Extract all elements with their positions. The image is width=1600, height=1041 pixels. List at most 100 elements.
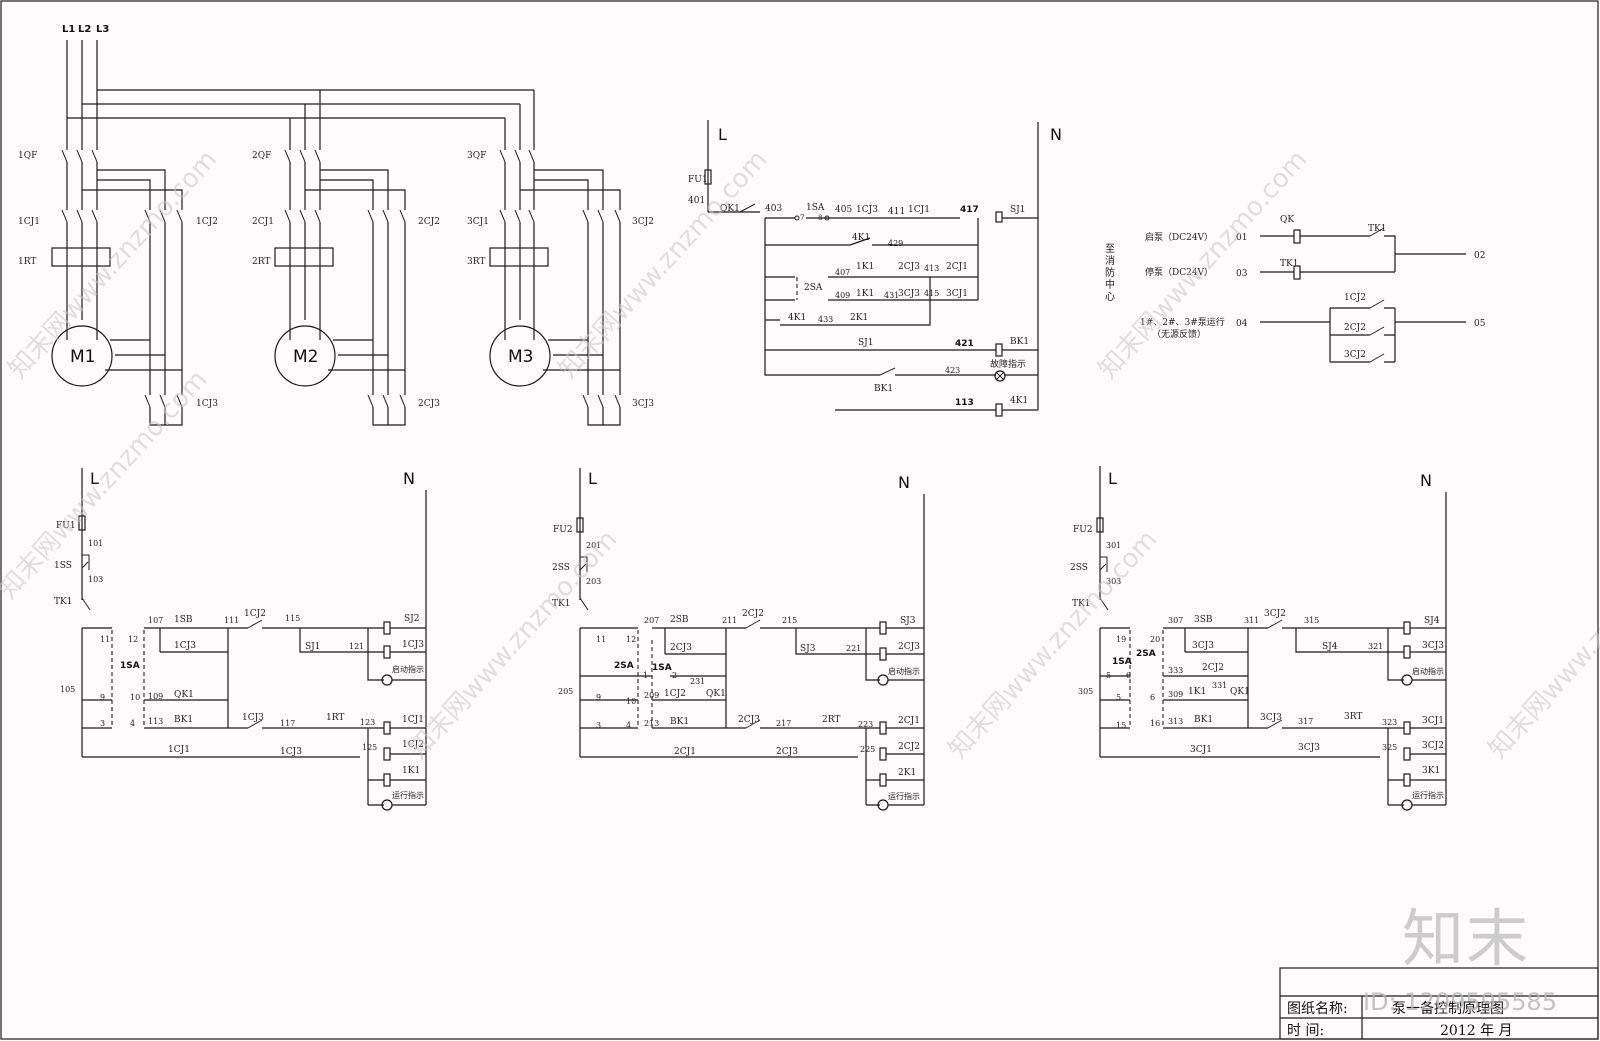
wire-433: 433 [818,315,833,324]
contactor-3cj3-label: 3CJ3 [632,399,654,409]
p3-qk1: QK1 [1230,687,1250,697]
vlabel-4: 心 [1105,291,1115,303]
p2-n4: 4 [626,721,631,730]
pump-control-2: L N FU2 201 2SS 203 TK1 205 11 12 2SA 1S… [552,468,925,811]
p3-n5: 5 [1106,671,1111,680]
p1-w125: 125 [362,743,377,752]
p1-1cj2-coil: 1CJ2 [402,740,424,750]
p2-w203: 203 [586,577,601,586]
p1-1cj1: 1CJ1 [168,745,190,755]
1cj3-label: 1CJ3 [856,205,878,215]
p3-sa: 1SA [1112,657,1132,667]
bk1-c-label: BK1 [874,384,893,394]
p3-3cj2-coil: 3CJ2 [1422,741,1444,751]
p1-l-label: L [90,469,99,488]
p3-w325: 325 [1382,743,1397,752]
p1-bk1: BK1 [174,715,193,725]
fuse-fu1-symbol [704,169,712,185]
watermark-4: 知末网www.znzmo.com [0,365,213,605]
p3-n6: 6 [1126,671,1131,680]
p2-n3: 3 [596,721,601,730]
watermarks: 知末网www.znzmo.com 知末网www.znzmo.com 知末网www… [0,145,1600,1016]
vlabel-0: 至 [1105,243,1115,255]
p3-run-indicator: 运行指示 [1412,790,1444,800]
p2-sa2: 1SA [652,663,672,673]
wire-113: 113 [955,398,974,408]
p1-tk: TK1 [54,597,72,607]
pump-control-3: L N FU2 301 2SS 303 TK1 305 19 20 1SA 2S… [1070,466,1447,811]
p2-w211: 211 [722,616,737,625]
pump-control-1: L N FU1 101 1SS 103 TK1 105 11 12 1SA 9 … [54,468,427,811]
4k1-label: 4K1 [852,233,870,243]
p2-2cj2-coil: 2CJ2 [898,742,920,752]
p2-w221: 221 [846,644,861,653]
relay-2rt-label: 2RT [252,257,270,267]
sj1-b-label: SJ1 [858,338,874,348]
p1-sa: 1SA [120,661,140,671]
p1-1cj3-c: 1CJ3 [280,747,302,757]
p1-w111: 111 [224,616,239,625]
contactor-2cj3-label: 2CJ3 [418,399,440,409]
p3-3k1-coil: 3K1 [1422,766,1440,776]
p1-stop: 1SS [54,561,72,571]
breaker-2-label: 2QF [252,151,271,161]
p3-n19: 19 [1116,635,1126,644]
contactor-1cj3-label: 1CJ3 [196,399,218,409]
fault-indicator-label: 故障指示 [990,358,1026,370]
wire-413: 413 [924,264,939,273]
run-feedback-label: 1#、2#、3#泵运行 [1140,316,1225,328]
p1-1cj1-coil: 1CJ1 [402,715,424,725]
sj1-label: SJ1 [1010,205,1026,215]
wire-431: 431 [884,291,899,300]
wire-415: 415 [924,289,939,298]
drawing-name-value: 泵一备控制原理图 [1392,1000,1504,1017]
motor-feeder-1: M1 1QF 1CJ1 1RT 1CJ2 1CJ3 [18,90,218,426]
main-power-circuit: L1 L2 L3 M1 1QF 1CJ1 1RT 1CJ2 1CJ [18,24,654,426]
p1-1cj2: 1CJ2 [244,609,266,619]
p3-w307: 307 [1168,616,1183,625]
coil-tk1 [1293,265,1301,280]
p2-2cj3-b: 2CJ3 [738,715,760,725]
p3-w305: 305 [1078,687,1093,696]
p2-n11: 11 [596,635,606,644]
p3-w323: 323 [1382,718,1397,727]
p3-w317: 317 [1298,717,1313,726]
p1-n12: 12 [128,635,138,644]
wire-421: 421 [955,339,974,349]
2sa-label: 2SA [804,283,823,293]
2cj2-fb-label: 2CJ2 [1344,323,1366,333]
term-05: 05 [1474,319,1486,329]
p2-w223: 223 [858,720,873,729]
p3-start-indicator: 启动指示 [1412,666,1444,676]
p1-w113: 113 [148,717,163,726]
3cj3-label: 3CJ3 [898,289,920,299]
p3-n16: 16 [1150,719,1160,728]
drawing-time-label: 时 间: [1287,1023,1324,1039]
coil-4k1 [995,403,1003,417]
p2-2sb: 2SB [670,615,689,625]
p3-w331: 331 [1212,681,1227,690]
contactor-3cj1-label: 3CJ1 [467,217,489,227]
breaker-3-label: 3QF [467,151,486,161]
3cj1-label: 3CJ1 [946,289,968,299]
p1-n11: 11 [100,635,110,644]
p1-n3: 3 [100,719,105,728]
motor-feeder-2: M2 2QF 2CJ1 2RT 2CJ2 2CJ3 [252,90,440,426]
p2-w213: 213 [644,719,659,728]
p2-2cj3-c: 2CJ3 [776,747,798,757]
p3-w313: 313 [1168,717,1183,726]
brand-watermark: 知末 [1402,902,1530,975]
1cj1-label: 1CJ1 [908,205,930,215]
wire-423: 423 [945,366,960,375]
contactor-1cj2-label: 1CJ2 [196,217,218,227]
p1-w109: 109 [148,692,163,701]
vlabel-1: 消 [1105,254,1115,267]
phase-label-l2: L2 [78,24,91,35]
p2-w207: 207 [644,616,659,625]
p2-2cj3: 2CJ3 [670,643,692,653]
p1-n10: 10 [130,693,140,702]
p2-fuse: FU2 [553,525,573,535]
p3-l-label: L [1108,469,1117,488]
tk1-coil-label: TK1 [1280,259,1298,269]
